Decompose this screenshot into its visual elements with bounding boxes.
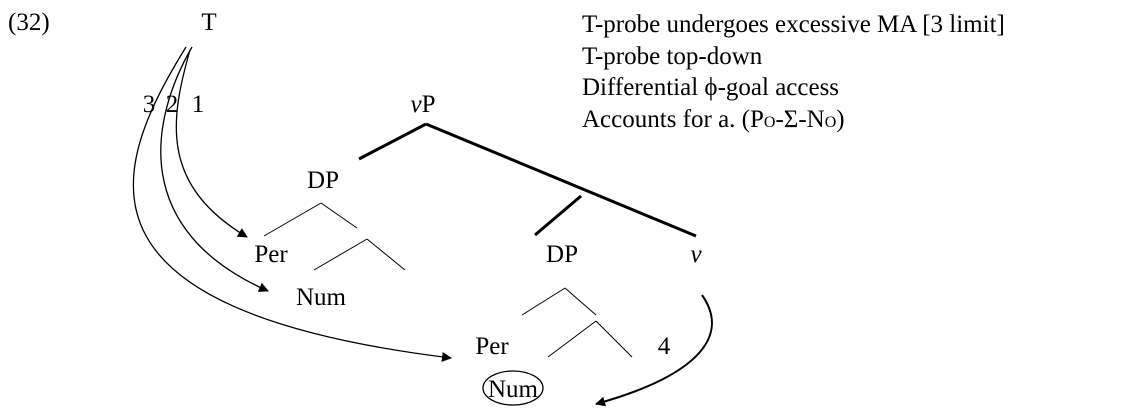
- node-dp-obj: DP: [546, 241, 578, 268]
- node-per-spec: Per: [254, 241, 288, 268]
- branch-vp-vbar: [425, 122, 697, 238]
- branch-vp-dp: [358, 122, 427, 161]
- arrow-3: [132, 46, 452, 362]
- branch-per1-left: [313, 238, 368, 271]
- arrow-4: [595, 294, 713, 407]
- note-line-3: Differential ϕ-goal access: [582, 72, 1005, 104]
- note-line-1: T-probe undergoes excessive MA [3 limit]: [582, 11, 1005, 38]
- branch-per1-right: [366, 238, 406, 271]
- node-num-obj: Num: [488, 376, 538, 403]
- branch-dp2-right: [564, 287, 597, 316]
- node-v-head: v: [690, 241, 702, 268]
- note-line-4-b: -Σ-N: [775, 105, 825, 133]
- arrow-label-3: 3: [142, 91, 156, 118]
- note-line-4-c: ): [836, 105, 845, 133]
- arrow-label-4: 4: [657, 333, 671, 360]
- branch-per2-right: [595, 320, 633, 358]
- note-line-4-sub2: O: [824, 113, 837, 131]
- node-vp-phrase: P: [421, 91, 436, 118]
- branch-dp2-left: [521, 287, 566, 316]
- node-t: T: [201, 9, 217, 36]
- node-per-obj: Per: [475, 333, 509, 360]
- note-line-3-phi: ϕ: [704, 74, 718, 101]
- node-dp-spec: DP: [307, 167, 339, 194]
- arrow-label-1: 1: [191, 91, 205, 118]
- arrow-1: [175, 49, 248, 238]
- note-line-3-a: Differential: [582, 74, 705, 101]
- note-line-4-a: Accounts for a. (P: [582, 105, 764, 133]
- node-vp: vP: [410, 92, 435, 117]
- note-line-3-b: -goal access: [717, 74, 840, 101]
- note-line-4-sub1: O: [763, 113, 776, 131]
- note-line-2: T-probe top-down: [582, 42, 763, 70]
- arrow-label-2: 2: [165, 91, 179, 118]
- arrow-2: [160, 46, 269, 292]
- node-vp-head: v: [410, 91, 422, 118]
- node-num-spec: Num: [296, 284, 346, 311]
- note-line-4: Accounts for a. (PO-Σ-NO): [582, 104, 1005, 139]
- branch-vbar-dp: [534, 194, 582, 237]
- num-circle: [482, 370, 544, 406]
- branch-dp1-left: [263, 202, 322, 237]
- annotation-notes: T-probe undergoes excessive MA [3 limit]…: [582, 9, 1005, 138]
- branch-dp1-right: [320, 202, 358, 229]
- example-number: (32): [8, 9, 50, 36]
- branch-per2-left: [547, 320, 597, 358]
